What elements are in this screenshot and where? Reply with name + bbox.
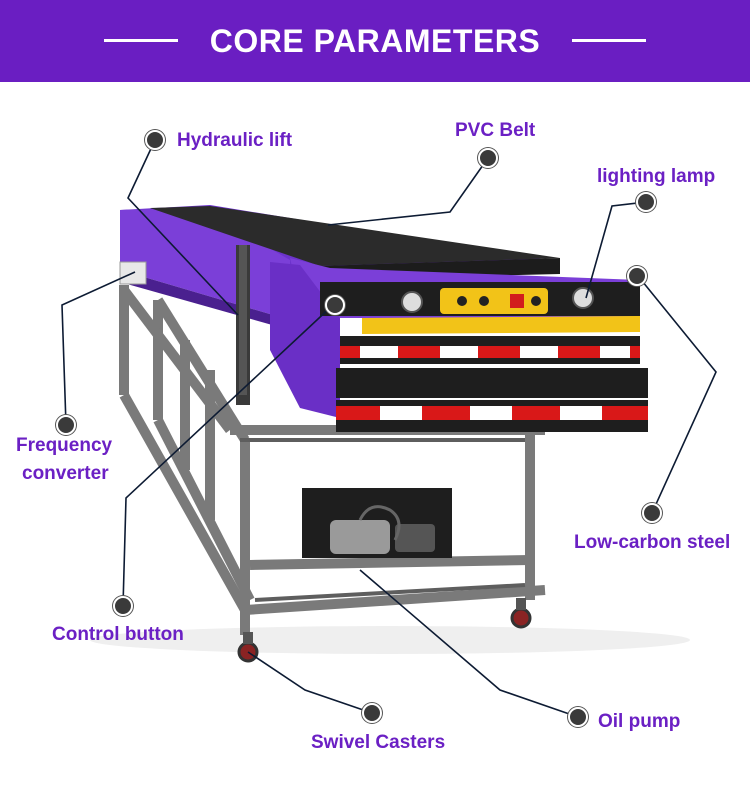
leader-lines <box>61 139 717 718</box>
frequency-converter-label-line2: converter <box>22 463 109 484</box>
low-carbon-steel-label: Low-carbon steel <box>574 532 731 553</box>
reflector-stripes <box>336 316 648 432</box>
swivel-casters-marker <box>362 703 382 723</box>
lighting-lamp-marker <box>636 192 656 212</box>
pvc-belt-label: PVC Belt <box>455 120 536 141</box>
frequency-converter-label-line1: Frequency <box>16 435 113 456</box>
pvc-belt-marker <box>478 148 498 168</box>
header-banner: CORE PARAMETERS <box>0 0 750 82</box>
header-title: CORE PARAMETERS <box>209 23 541 59</box>
oil-pump-label: Oil pump <box>598 711 681 732</box>
pvc-belt <box>150 206 560 266</box>
control-button-label: Control button <box>52 624 184 645</box>
frequency-converter-label: Frequency converter <box>16 432 112 488</box>
oil-pump-unit <box>302 488 452 558</box>
hydraulic-lift-label: Hydraulic lift <box>177 130 293 151</box>
header-left-rule <box>104 39 178 42</box>
oil-pump-marker <box>568 707 588 727</box>
steel-frame <box>119 285 546 635</box>
control-button-target-marker <box>325 295 345 315</box>
swivel-casters-label: Swivel Casters <box>311 732 446 753</box>
low-carbon-steel-marker-top <box>627 266 647 286</box>
frequency-converter-marker <box>56 415 76 435</box>
header-right-rule <box>572 39 646 42</box>
control-button-marker <box>113 596 133 616</box>
hydraulic-lift-marker <box>145 130 165 150</box>
lighting-lamp-label: lighting lamp <box>597 166 716 187</box>
low-carbon-steel-marker <box>642 503 662 523</box>
